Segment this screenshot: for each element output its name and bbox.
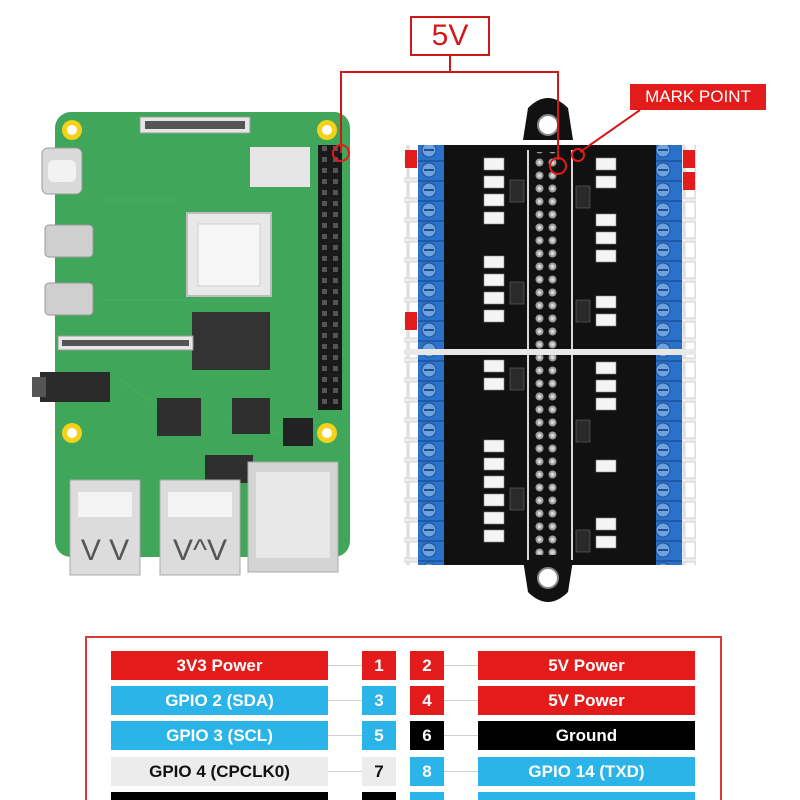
callout-lines bbox=[332, 56, 641, 175]
terminal-5v-marker-circle bbox=[549, 157, 567, 175]
usb-ports: V V V^V bbox=[69, 461, 339, 576]
pin-number-left: 9 bbox=[362, 792, 396, 800]
pin-connector-line bbox=[444, 700, 478, 701]
pin1-marker-circle bbox=[332, 144, 350, 162]
board-illustration: V V V^V bbox=[32, 56, 696, 602]
pin-number-right: 6 bbox=[410, 721, 444, 750]
svg-text:V V: V V bbox=[81, 534, 129, 567]
pin-number-left: 1 bbox=[362, 651, 396, 680]
pin-connector-line bbox=[444, 771, 478, 772]
pin-label-left: GPIO 2 (SDA) bbox=[111, 686, 328, 715]
pin-label-left: Ground bbox=[111, 792, 328, 800]
pin-connector-line bbox=[444, 735, 478, 736]
mark-point-marker-circle bbox=[571, 148, 585, 162]
pin-label-left: 3V3 Power bbox=[111, 651, 328, 680]
pin-number-left: 5 bbox=[362, 721, 396, 750]
pin-connector-line bbox=[444, 665, 478, 666]
pin-connector-line bbox=[328, 771, 362, 772]
gpio-header bbox=[318, 145, 342, 410]
pin-number-right: 8 bbox=[410, 757, 444, 786]
pin-number-left: 7 bbox=[362, 757, 396, 786]
mounting-holes bbox=[62, 120, 337, 443]
pin-connector-line bbox=[328, 735, 362, 736]
pin-connector-line bbox=[328, 665, 362, 666]
raspberry-pi-board: V V V^V bbox=[32, 112, 350, 576]
pin-label-right: GPIO 15 (RXD) bbox=[478, 792, 695, 800]
five-volt-label: 5V bbox=[410, 16, 490, 56]
pin-label-right: GPIO 14 (TXD) bbox=[478, 757, 695, 786]
pin-number-right: 10 bbox=[410, 792, 444, 800]
pin-connector-line bbox=[328, 700, 362, 701]
pin-number-left: 3 bbox=[362, 686, 396, 715]
pin-label-right: Ground bbox=[478, 721, 695, 750]
pin-number-right: 4 bbox=[410, 686, 444, 715]
pin-number-right: 2 bbox=[410, 651, 444, 680]
svg-text:V^V: V^V bbox=[173, 534, 227, 567]
gpio-terminal-board bbox=[404, 98, 696, 602]
pin-label-right: 5V Power bbox=[478, 686, 695, 715]
pin-label-left: GPIO 4 (CPCLK0) bbox=[111, 757, 328, 786]
pin-label-left: GPIO 3 (SCL) bbox=[111, 721, 328, 750]
pin-label-right: 5V Power bbox=[478, 651, 695, 680]
mark-point-label: MARK POINT bbox=[630, 84, 766, 110]
